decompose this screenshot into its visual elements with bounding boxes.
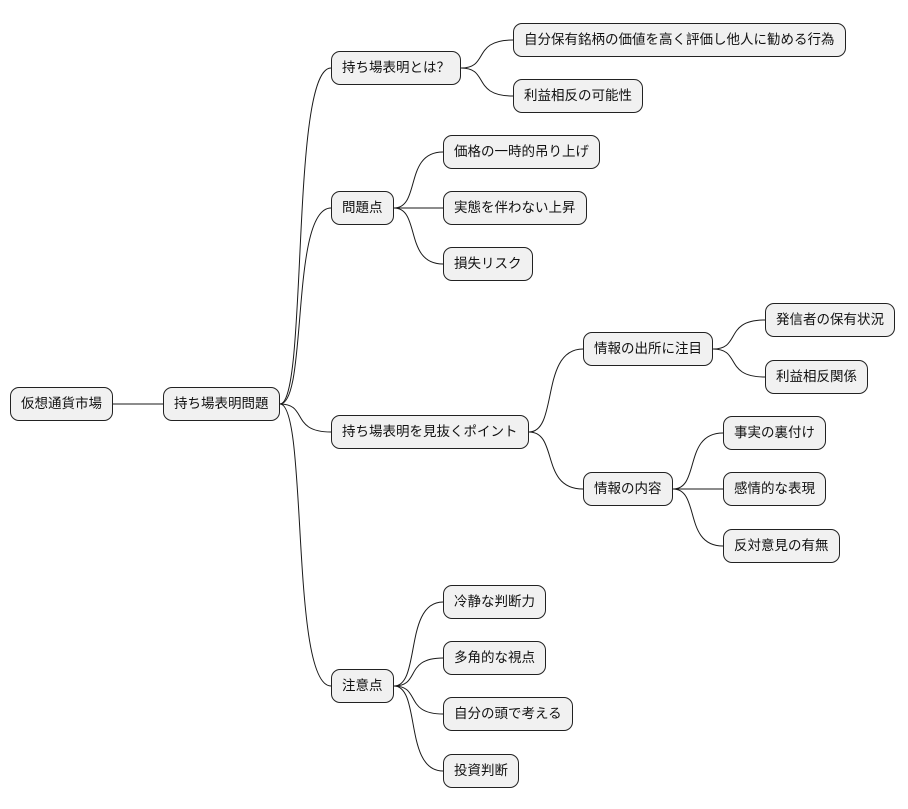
connector-leaf-problem-price <box>393 151 444 209</box>
leaf-definition-act: 自分保有銘柄の価値を高く評価し他人に勧める行為 <box>513 23 846 57</box>
connector-branch-definition <box>279 67 332 405</box>
connector-leaf-content-facts <box>672 432 724 490</box>
leaf-problem-loss: 損失リスク <box>443 247 533 281</box>
connector-leaf-problem-loss <box>393 207 444 265</box>
connector-leaf-caution-invest <box>393 685 444 772</box>
branch-definition: 持ち場表明とは？ <box>331 51 461 85</box>
connector-leaf-source-holdings <box>712 319 766 350</box>
leaf-content-emotion: 感情的な表現 <box>723 472 826 506</box>
connector-branch-problems <box>279 207 332 405</box>
sub-content: 情報の内容 <box>583 472 673 506</box>
connector-leaf-definition-act <box>460 39 514 69</box>
connector-leaf-caution-perspective <box>393 657 444 687</box>
sub-source: 情報の出所に注目 <box>583 332 713 366</box>
connector-sub-source <box>528 348 584 433</box>
leaf-caution-think: 自分の頭で考える <box>443 697 573 731</box>
connector-branch-cautions <box>279 403 332 687</box>
leaf-problem-price: 価格の一時的吊り上げ <box>443 135 600 169</box>
connector-branch-detection <box>279 403 332 433</box>
root-node: 仮想通貨市場 <box>10 387 113 421</box>
leaf-source-conflict: 利益相反関係 <box>765 360 868 394</box>
connector-leaf-definition-conflict <box>460 67 514 97</box>
branch-cautions: 注意点 <box>331 669 394 703</box>
leaf-source-holdings: 発信者の保有状況 <box>765 303 895 337</box>
branch-problems: 問題点 <box>331 191 394 225</box>
connector-leaf-source-conflict <box>712 348 766 378</box>
connector-leaf-caution-calm <box>393 601 444 687</box>
leaf-caution-calm: 冷静な判断力 <box>443 585 546 619</box>
leaf-content-opposing: 反対意見の有無 <box>723 529 840 563</box>
connector-leaf-caution-think <box>393 685 444 715</box>
leaf-caution-perspective: 多角的な視点 <box>443 641 546 675</box>
connector-leaf-content-opposing <box>672 488 724 547</box>
branch-detection: 持ち場表明を見抜くポイント <box>331 415 529 449</box>
connector-sub-content <box>528 431 584 490</box>
leaf-problem-rise: 実態を伴わない上昇 <box>443 191 587 225</box>
topic-node: 持ち場表明問題 <box>163 387 280 421</box>
leaf-content-facts: 事実の裏付け <box>723 416 826 450</box>
leaf-caution-invest: 投資判断 <box>443 754 519 788</box>
leaf-definition-conflict: 利益相反の可能性 <box>513 79 643 113</box>
